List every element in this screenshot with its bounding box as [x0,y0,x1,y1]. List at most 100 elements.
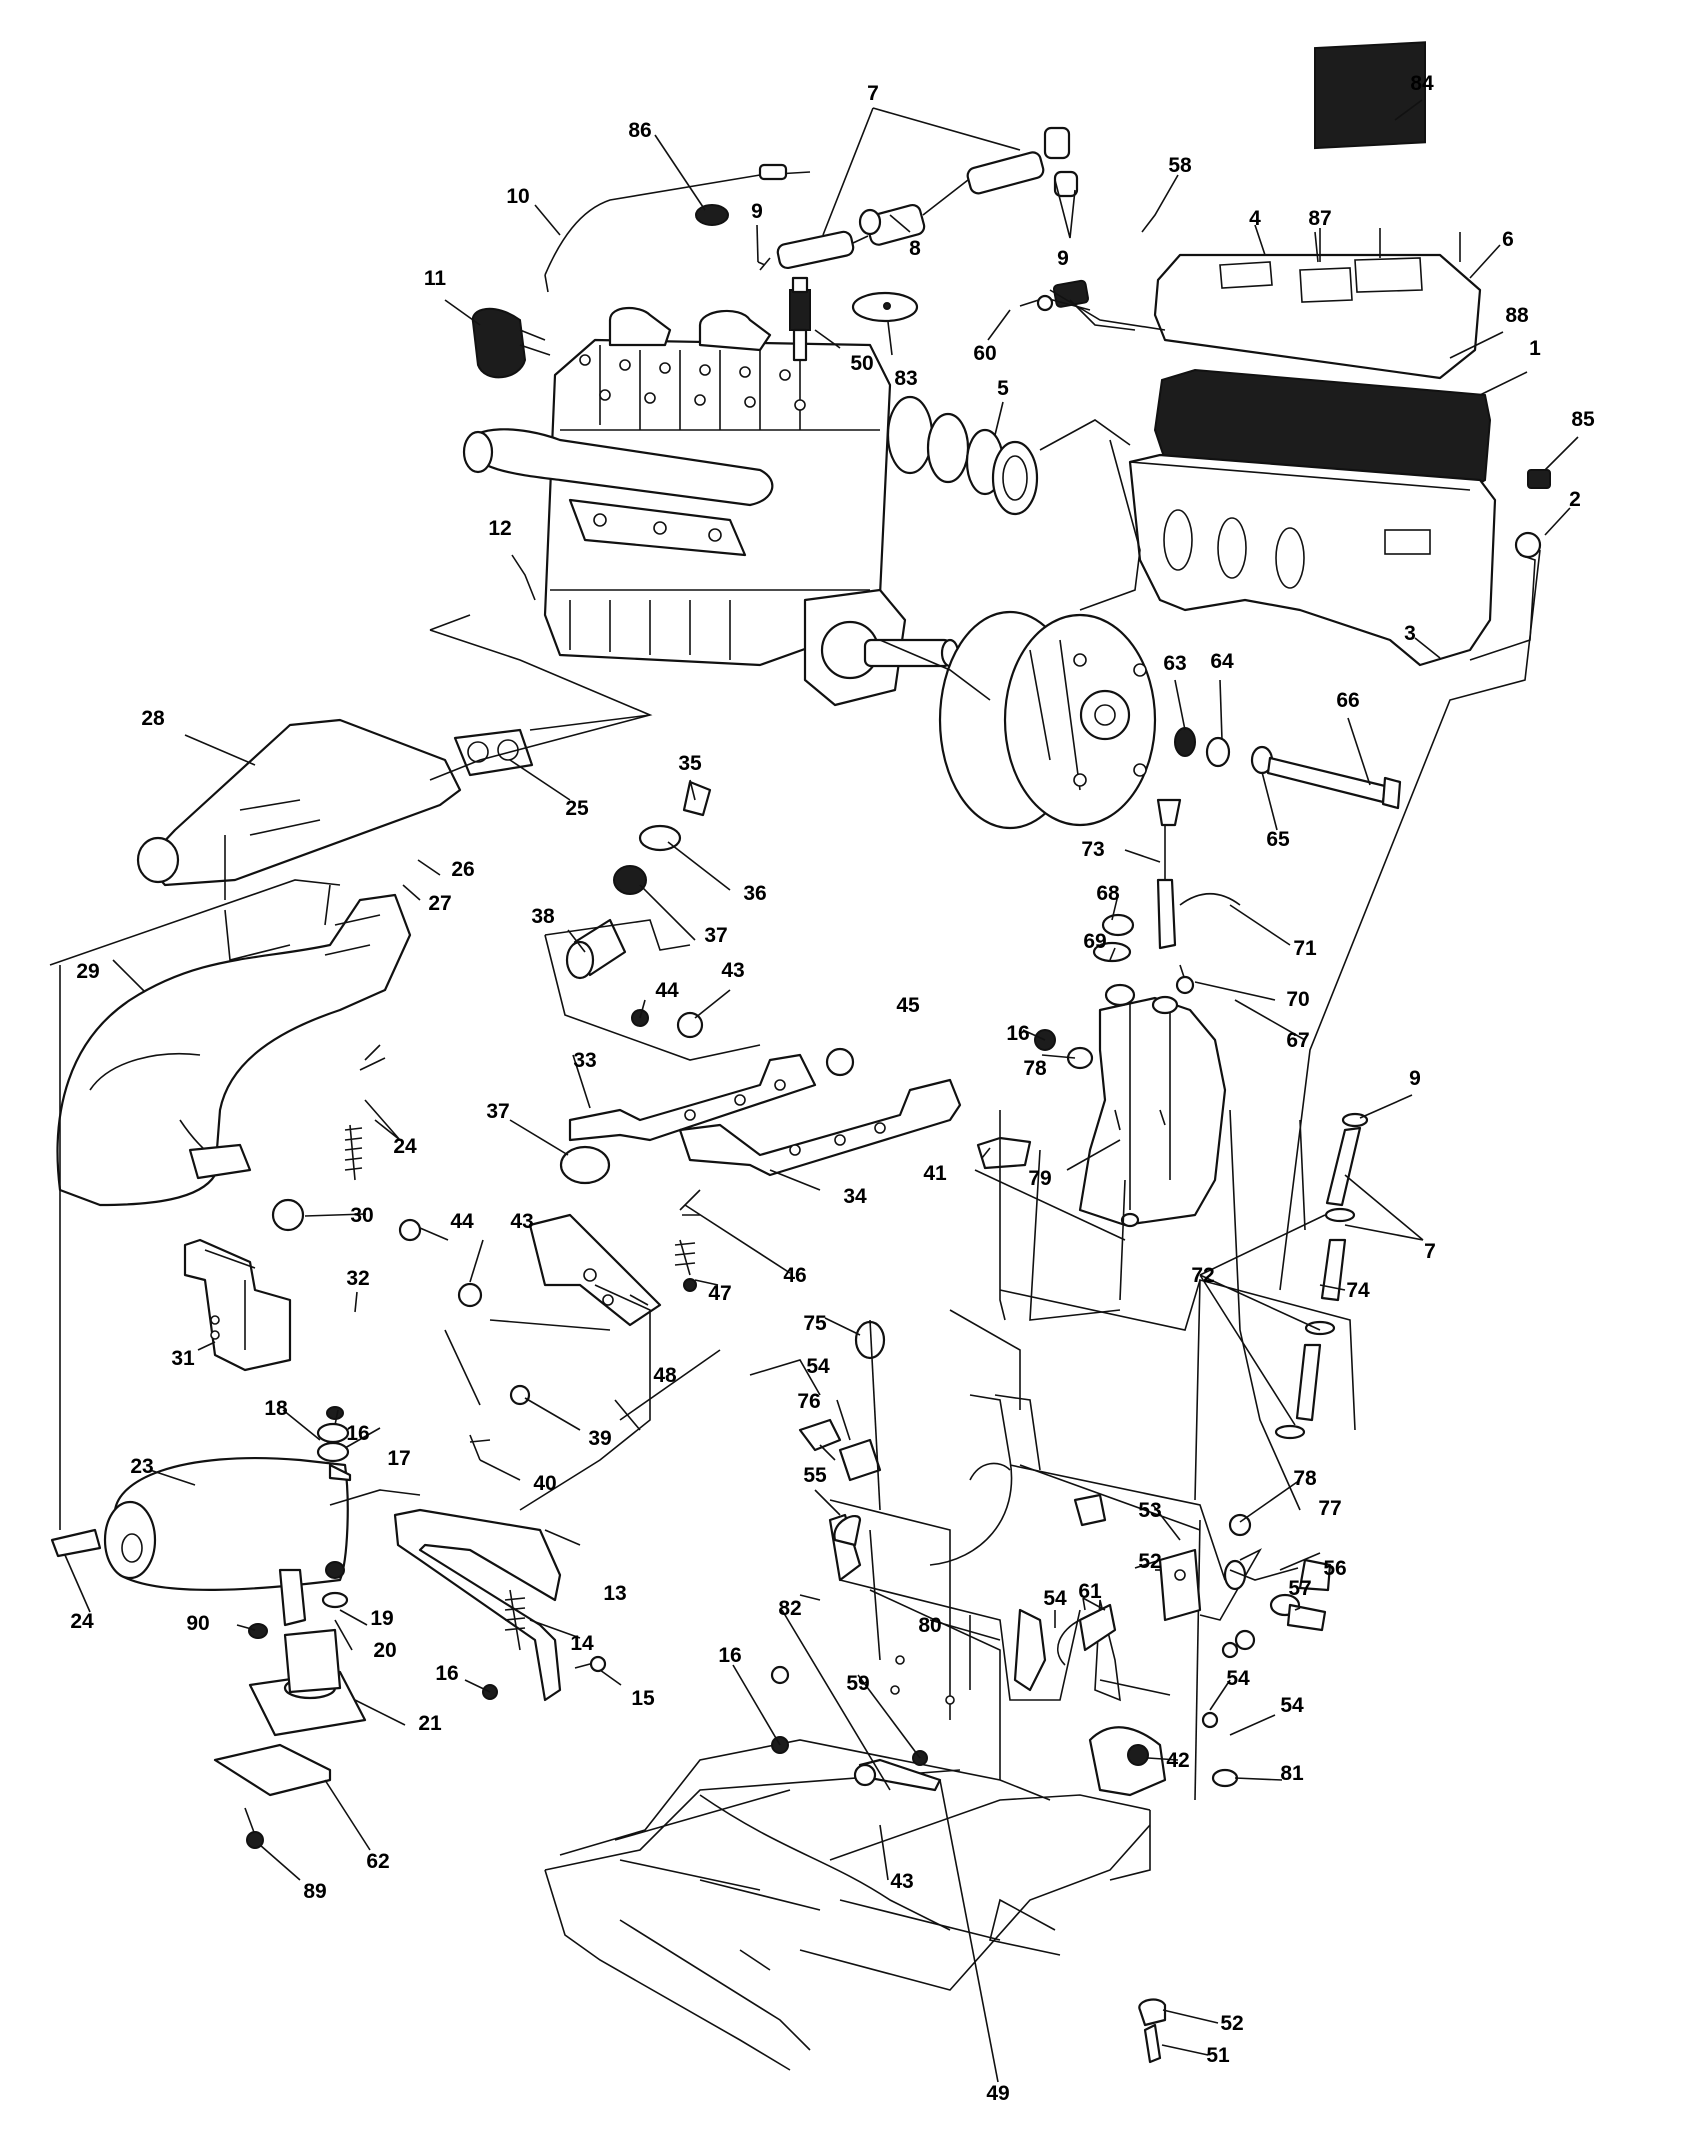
callout-19: 19 [370,1607,393,1630]
oil-tank-cap-and-gauge [1092,798,1241,995]
callout-79: 79 [1028,1167,1051,1190]
expansion-chamber [56,893,412,1207]
airbox-body [1128,453,1497,667]
callout-45: 45 [896,994,920,1017]
callout-4: 4 [1249,207,1261,230]
muffler-mount [213,1628,367,1797]
callout-14: 14 [570,1632,594,1655]
callout-44: 44 [450,1210,474,1233]
drive-clutch [938,610,1157,830]
callout-27: 27 [428,892,451,915]
callout-57: 57 [1288,1577,1311,1600]
callout-25: 25 [565,797,589,820]
callout-41: 41 [923,1162,947,1185]
callout-44: 44 [655,979,679,1002]
air-filter-element [1314,41,1426,150]
callout-54: 54 [1226,1667,1250,1690]
tank-mount-hardware [1034,1029,1094,1070]
callout-83: 83 [894,367,917,390]
engine-mount-hardware [398,780,1032,1461]
callout-20: 20 [373,1639,396,1662]
callout-16: 16 [1006,1022,1029,1045]
assembly-reference-lines [49,289,1541,1530]
callout-66: 66 [1336,689,1359,712]
engine-plate-33 [568,1053,817,1142]
callout-65: 65 [1266,828,1290,851]
callout-labels: 84 7 86 58 10 9 8 9 4 87 6 11 50 83 60 8… [70,72,1595,2105]
muffler [103,1456,352,1627]
callout-38: 38 [531,905,555,928]
callout-9: 9 [1057,247,1069,270]
primer-cap [851,291,919,323]
callout-7: 7 [1424,1240,1436,1263]
callout-37: 37 [704,924,727,947]
exhaust-bracket-31 [183,1238,292,1372]
callout-61: 61 [1078,1580,1102,1603]
callout-77: 77 [1318,1497,1341,1520]
callout-10: 10 [506,185,529,208]
callout-51: 51 [1206,2044,1230,2067]
callout-69: 69 [1083,930,1106,953]
callout-9: 9 [1409,1067,1421,1090]
callout-36: 36 [743,882,766,905]
muffler-hardware [50,1406,350,1849]
callout-24: 24 [393,1135,417,1158]
callout-74: 74 [1346,1279,1370,1302]
exhaust-gasket [453,728,534,777]
callout-39: 39 [588,1427,611,1450]
callout-32: 32 [346,1267,369,1290]
engine-mount-arm [393,1508,607,1702]
callout-87: 87 [1308,207,1331,230]
callout-82: 82 [778,1597,801,1620]
callout-52: 52 [1138,1550,1161,1573]
leader-lines [64,99,1579,2083]
exhaust-springs [344,1044,386,1181]
callout-16: 16 [346,1422,369,1445]
spark-plug-leads [757,126,1079,271]
callout-12: 12 [488,517,511,540]
callout-85: 85 [1571,408,1595,431]
callout-71: 71 [1293,937,1317,960]
callout-68: 68 [1096,882,1120,905]
callout-88: 88 [1505,304,1529,327]
callout-56: 56 [1323,1557,1346,1580]
callout-54: 54 [806,1355,830,1378]
callout-46: 46 [783,1264,806,1287]
mount-bracket-48 [528,1213,662,1327]
callout-72: 72 [1191,1264,1214,1287]
callout-8: 8 [909,237,921,260]
callout-1: 1 [1529,337,1541,360]
callout-70: 70 [1286,988,1309,1011]
frame-brackets [770,1320,1332,2064]
callout-31: 31 [171,1347,195,1370]
callout-42: 42 [1166,1749,1189,1772]
engine-block [462,307,960,707]
callout-18: 18 [264,1397,288,1420]
clutch-bolt [1174,727,1402,810]
callout-43: 43 [510,1210,533,1233]
callout-9: 9 [751,200,763,223]
callout-24: 24 [70,1610,94,1633]
callout-49: 49 [986,2082,1009,2105]
oil-tank [1078,983,1227,1228]
callout-50: 50 [850,352,873,375]
callout-5: 5 [997,377,1009,400]
callout-76: 76 [797,1390,820,1413]
carb-boots [886,395,1039,516]
callout-78: 78 [1023,1057,1047,1080]
callout-15: 15 [631,1687,655,1710]
callout-80: 80 [918,1614,941,1637]
callout-33: 33 [573,1049,596,1072]
engine-plate-34 [678,1078,962,1177]
airbox-lid [1153,228,1482,380]
callout-30: 30 [350,1204,373,1227]
chassis-frame [544,1169,1356,2071]
callout-35: 35 [678,752,702,775]
callout-37: 37 [486,1100,509,1123]
callout-47: 47 [708,1282,731,1305]
callout-26: 26 [451,858,474,881]
callout-54: 54 [1280,1694,1304,1717]
spark-plug [789,276,811,362]
